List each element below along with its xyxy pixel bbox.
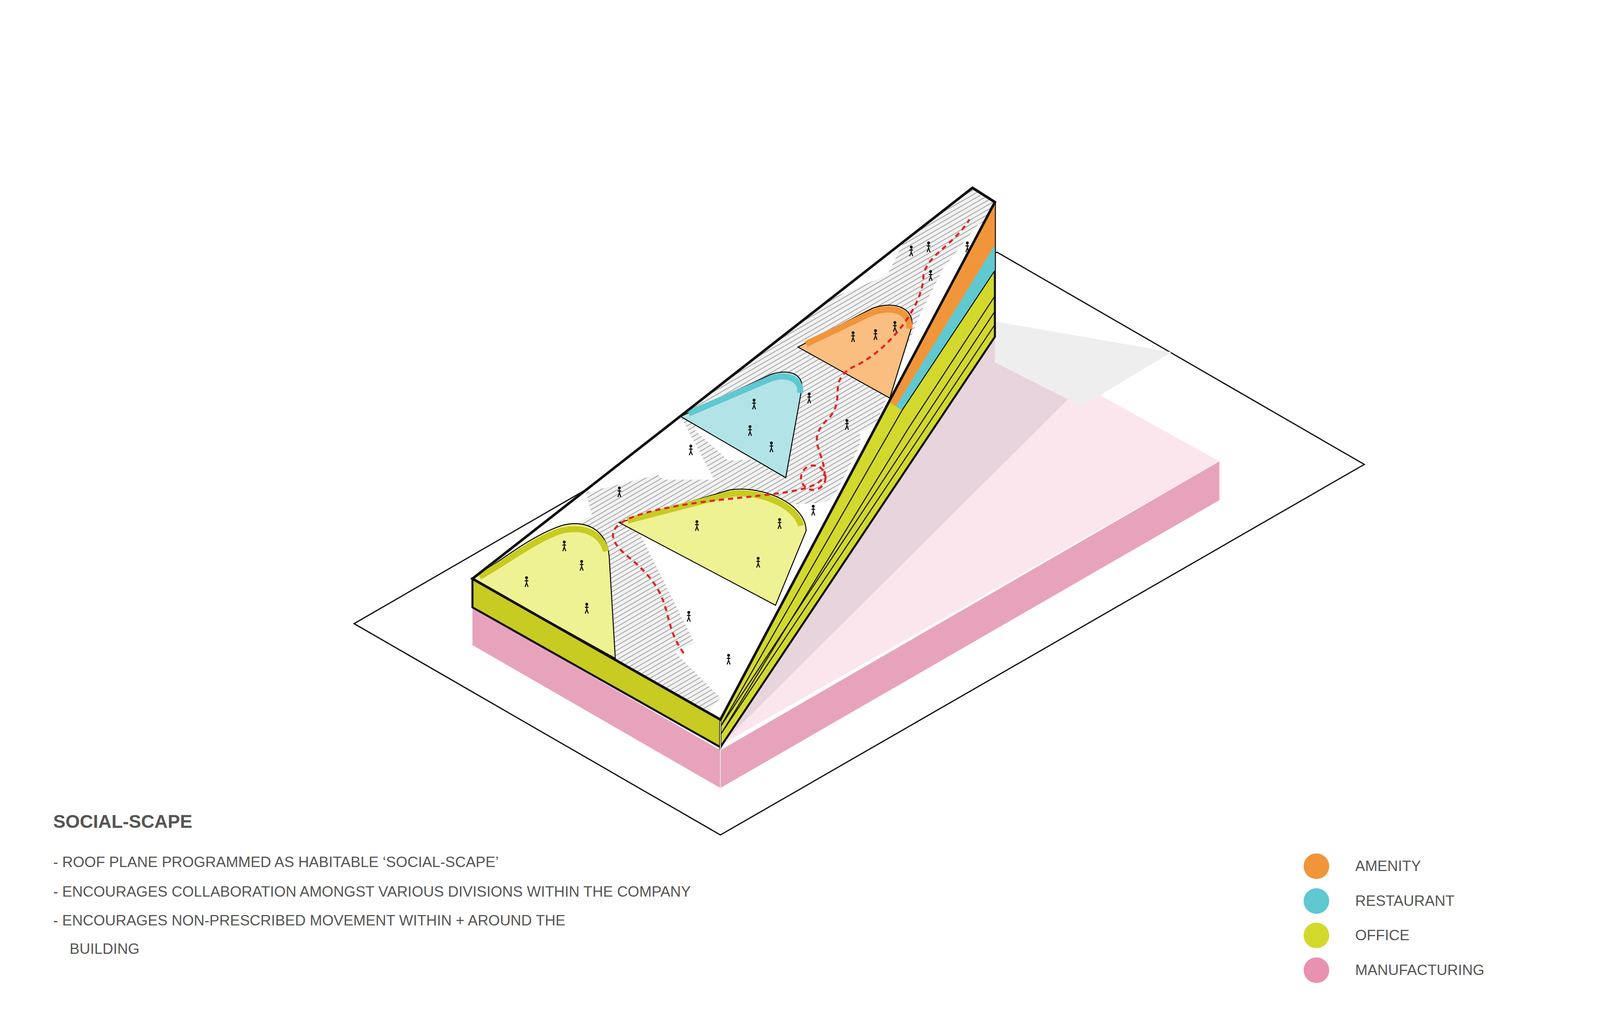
bullet-note: - ENCOURAGES COLLABORATION AMONGST VARIO… (53, 877, 691, 906)
legend-label: AMENITY (1355, 857, 1421, 876)
diagram-title: SOCIAL-SCAPE (53, 810, 193, 833)
legend-swatch (1303, 922, 1330, 949)
bullet-note: - ROOF PLANE PROGRAMMED AS HABITABLE ‘SO… (53, 848, 499, 877)
legend-label: MANUFACTURING (1355, 961, 1485, 980)
bullet-note: - ENCOURAGES NON-PRESCRIBED MOVEMENT WIT… (53, 906, 590, 964)
legend-swatch (1303, 888, 1330, 914)
legend-swatch (1303, 957, 1330, 984)
legend-swatch (1303, 853, 1330, 880)
legend-label: OFFICE (1355, 926, 1410, 945)
legend-label: RESTAURANT (1355, 892, 1455, 910)
